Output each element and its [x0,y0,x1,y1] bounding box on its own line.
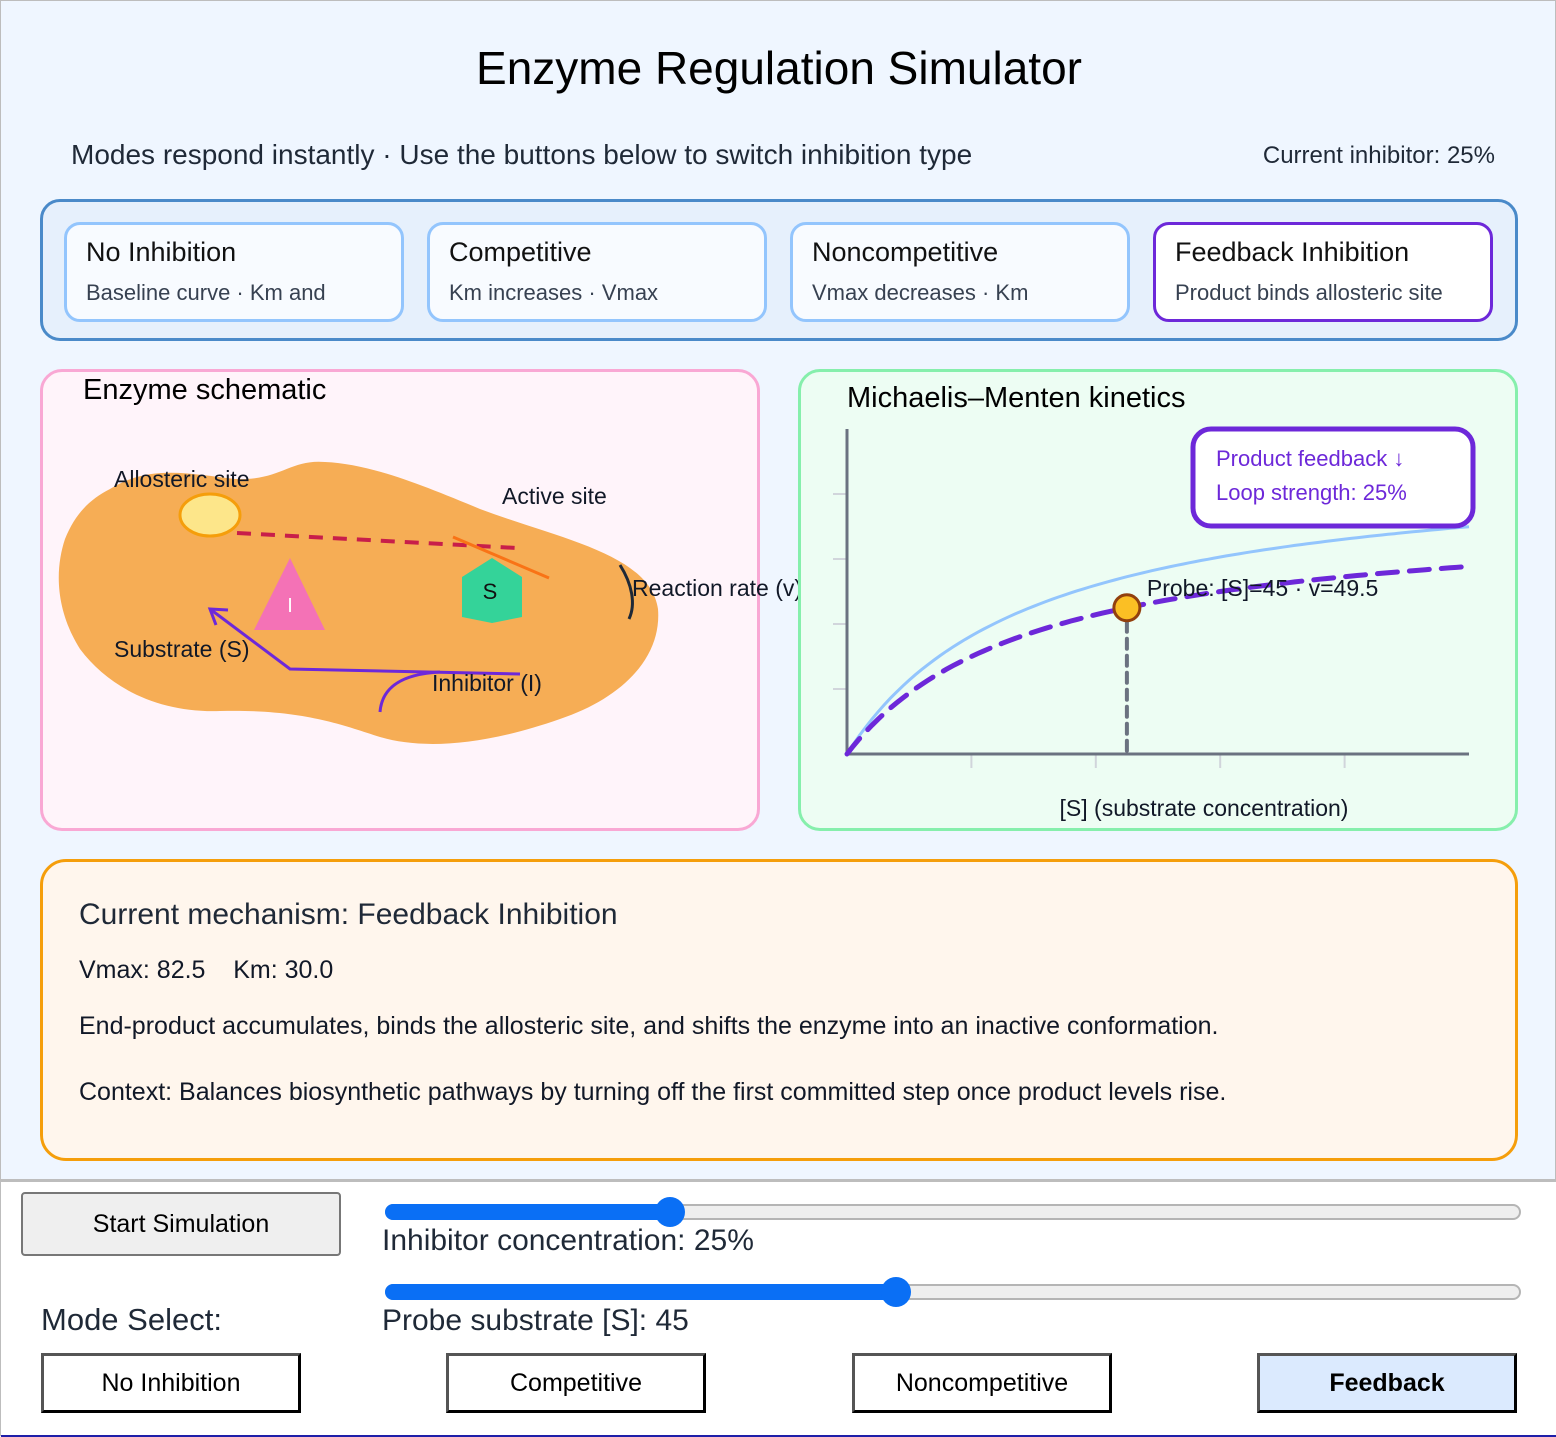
chart-title: Michaelis–Menten kinetics [847,382,1186,414]
mode-card-desc: Vmax decreases · Km [812,280,1029,305]
probe-point[interactable] [1112,593,1142,623]
feedback-annotation-box [1190,426,1476,529]
feedback-curve [844,564,1472,757]
mode-card-title: No Inhibition [86,237,237,267]
kinetic-params: Vmax: 82.5 Km: 30.0 [79,956,334,984]
allosteric-site-label: Allosteric site [114,466,249,492]
substrate-slider-label: Probe substrate [S]: 45 [382,1304,689,1337]
mode-card-desc: Product binds allosteric site [1175,280,1443,305]
substrate-glyph: S [483,579,498,604]
control-bar: Start Simulation Inhibitor concentration… [1,1179,1556,1437]
inhibitor-concentration-slider[interactable] [385,1197,1521,1227]
mode-card-title: Competitive [449,237,592,267]
x-axis-label: [S] (substrate concentration) [1060,795,1349,821]
inhibitor-glyph: I [287,595,293,617]
mode-button-no-inhibition[interactable]: No Inhibition [41,1353,301,1413]
slider-fill [385,1204,670,1220]
inhibitor-slider-label: Inhibitor concentration: 25% [382,1224,754,1257]
current-mechanism: Current mechanism: Feedback Inhibition [79,898,618,931]
arrowhead-icon [207,607,229,626]
mode-card-title: Noncompetitive [812,237,999,267]
slider-thumb[interactable] [655,1197,685,1227]
rate-bracket-icon [618,564,634,620]
enzyme-schematic-panel: Enzyme schematic S I Allosteric site Act… [40,369,802,831]
mode-button-feedback[interactable]: Feedback [1257,1353,1517,1413]
subtitle: Modes respond instantly · Use the button… [71,139,973,170]
enzyme-schematic-svg: S I Allosteric site Active site Substrat… [58,461,802,744]
schematic-title: Enzyme schematic [83,374,327,406]
start-simulation-button[interactable]: Start Simulation [21,1192,341,1256]
inhibitor-triangle [254,558,325,630]
kinetics-chart: Probe: [S]=45 · v=49.5 [S] (substrate co… [833,426,1476,821]
mode-card-noncompetitive[interactable]: Noncompetitive Vmax decreases · Km [790,222,1130,322]
mechanism-info-panel: Current mechanism: Feedback Inhibition V… [40,859,1518,1161]
active-site-edge [452,535,550,580]
reaction-rate-label: Reaction rate (v) [632,575,802,601]
mode-card-title: Feedback Inhibition [1175,237,1410,267]
active-site-label: Active site [502,483,607,509]
allosteric-site [178,492,242,538]
mode-card-no-inhibition[interactable]: No Inhibition Baseline curve · Km and [64,222,404,322]
mechanism-context: Context: Balances biosynthetic pathways … [79,1078,1227,1106]
slider-fill [385,1284,897,1300]
mode-card-feedback-inhibition[interactable]: Feedback Inhibition Product binds allost… [1153,222,1493,322]
page-title: Enzyme Regulation Simulator [476,42,1082,94]
probe-substrate-slider[interactable] [385,1277,1521,1307]
annotation-line-2: Loop strength: 25% [1216,480,1407,505]
mode-select-label: Mode Select: [41,1302,222,1337]
substrate-arrow-path [209,607,521,676]
baseline-curve [845,525,1470,755]
mode-card-desc: Km increases · Vmax [449,280,659,305]
mechanism-description: End-product accumulates, binds the allos… [79,1012,1219,1040]
inhibitor-curve-path [378,670,441,713]
mode-card-bar: No Inhibition Baseline curve · Km and Co… [40,199,1518,341]
mode-card-desc: Baseline curve · Km and [86,280,326,305]
probe-label: Probe: [S]=45 · v=49.5 [1147,575,1378,601]
mode-button-noncompetitive[interactable]: Noncompetitive [852,1353,1112,1413]
slider-thumb[interactable] [881,1277,912,1307]
substrate-label: Substrate (S) [114,636,250,662]
annotation-line-1: Product feedback ↓ [1216,446,1404,471]
substrate-hexagon [462,558,522,623]
mode-card-competitive[interactable]: Competitive Km increases · Vmax [427,222,767,322]
mode-button-competitive[interactable]: Competitive [446,1353,706,1413]
kinetics-panel: Michaelis–Menten kinetics Probe: [S]=45 … [798,369,1518,831]
current-inhibitor-readout: Current inhibitor: 25% [1262,142,1495,169]
inhibitor-label: Inhibitor (I) [432,670,542,696]
